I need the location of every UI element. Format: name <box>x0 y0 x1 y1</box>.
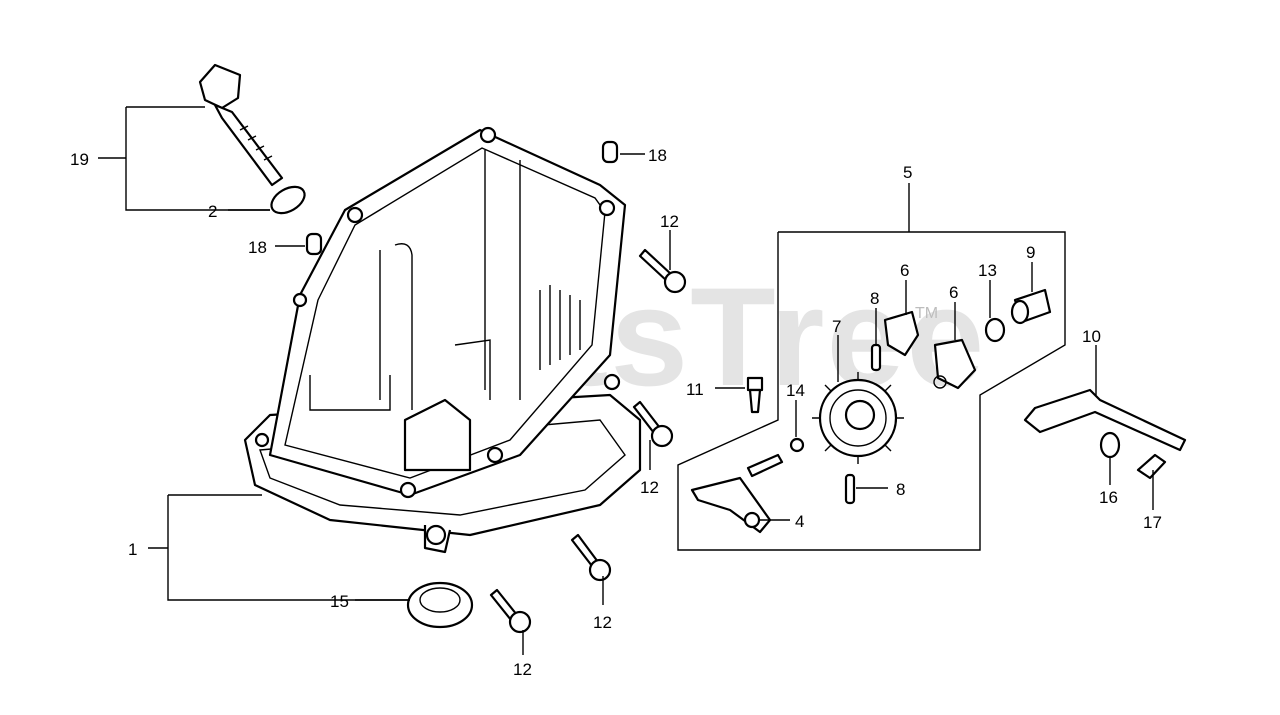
callout-19: 19 <box>70 150 89 169</box>
callout-8-a: 8 <box>870 289 879 308</box>
clip-part <box>789 437 805 453</box>
callout-labels: 19 2 18 18 12 1 15 12 12 12 11 14 4 8 7 … <box>70 146 1162 679</box>
governor-shaft-part <box>1023 388 1187 452</box>
leader-lines <box>98 106 1154 655</box>
governor-weight-part-b <box>933 338 977 390</box>
pin-part-b <box>844 473 856 505</box>
bolt-part-b <box>632 400 674 448</box>
callout-12-d: 12 <box>513 660 532 679</box>
callout-7: 7 <box>832 317 841 336</box>
callout-12-a: 12 <box>660 212 679 231</box>
callout-8-b: 8 <box>896 480 905 499</box>
callout-6-b: 6 <box>949 283 958 302</box>
callout-17: 17 <box>1143 513 1162 532</box>
dowel-pin-part-a <box>601 140 619 164</box>
callout-10: 10 <box>1082 327 1101 346</box>
bolt-part-c <box>570 533 612 582</box>
callout-13: 13 <box>978 261 997 280</box>
callout-1: 1 <box>128 540 137 559</box>
governor-weight-part-a <box>883 310 920 357</box>
watermark-trademark: TM <box>915 305 938 322</box>
callout-12-b: 12 <box>640 478 659 497</box>
governor-arm-part <box>690 453 784 534</box>
governor-gear-part <box>812 372 904 464</box>
callout-2: 2 <box>208 202 217 221</box>
washer-part-16 <box>1099 431 1121 459</box>
bolt-part-11 <box>746 376 764 414</box>
callout-14: 14 <box>786 381 805 400</box>
callout-6-a: 6 <box>900 261 909 280</box>
callout-18-b: 18 <box>248 238 267 257</box>
o-ring-part <box>270 185 306 215</box>
callout-4: 4 <box>795 512 804 531</box>
bolt-part-d <box>489 588 532 634</box>
dipstick-part <box>198 63 284 187</box>
sleeve-part <box>1010 288 1052 325</box>
callout-15: 15 <box>330 592 349 611</box>
callout-5: 5 <box>903 163 912 182</box>
clip-part-17 <box>1136 453 1167 480</box>
washer-part-13 <box>984 317 1006 343</box>
governor-assembly-bracket <box>677 183 1066 551</box>
callout-18-a: 18 <box>648 146 667 165</box>
callout-12-c: 12 <box>593 613 612 632</box>
bolt-part-a <box>638 248 687 294</box>
oil-seal-part <box>406 581 474 629</box>
callout-11: 11 <box>686 380 704 399</box>
crankcase-part <box>243 126 642 554</box>
pin-part-a <box>870 343 882 372</box>
callout-9: 9 <box>1026 243 1035 262</box>
callout-16: 16 <box>1099 488 1118 507</box>
dowel-pin-part-b <box>305 232 323 256</box>
